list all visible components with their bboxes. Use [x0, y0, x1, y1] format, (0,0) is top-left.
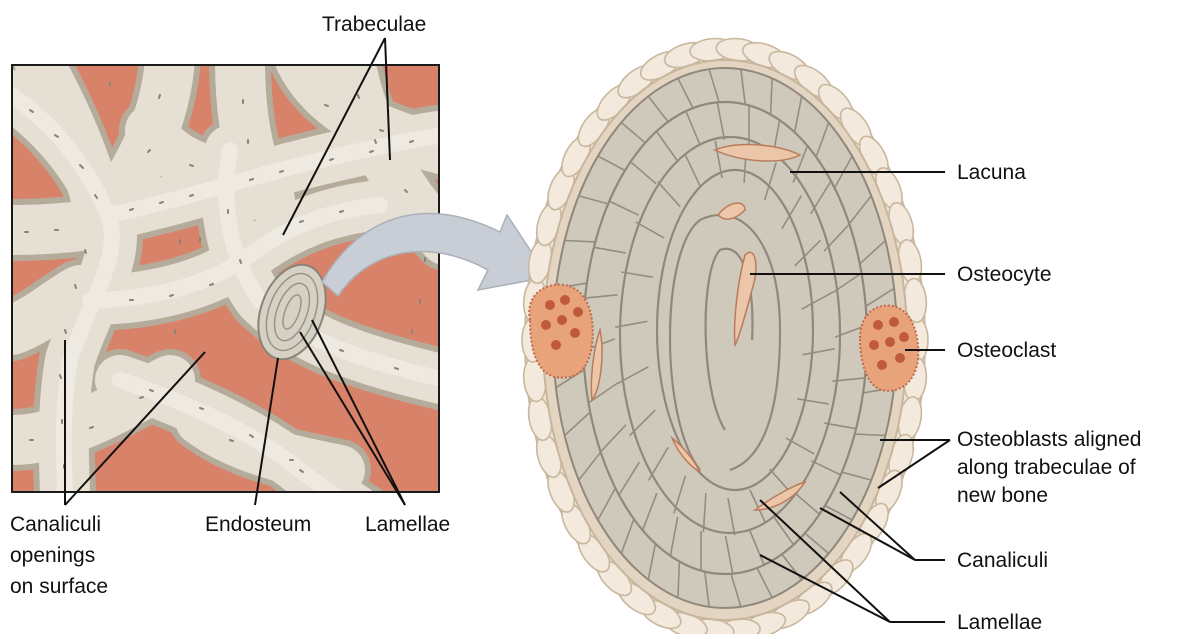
label-canaliculi: Canaliculi — [957, 549, 1048, 572]
label-lamellae-right: Lamellae — [957, 611, 1042, 634]
osteoclast-right — [860, 306, 918, 391]
label-osteoblasts: Osteoblasts aligned along trabeculae of … — [957, 428, 1147, 507]
label-lacuna: Lacuna — [957, 161, 1026, 184]
label-endosteum: Endosteum — [205, 513, 311, 536]
trabecula-cross-section-magnified — [522, 36, 928, 634]
label-osteoblasts-line2: along trabeculae of — [957, 456, 1136, 479]
label-osteocyte: Osteocyte — [957, 263, 1052, 286]
label-osteoblasts-line3: new bone — [957, 484, 1048, 507]
label-canaliculi-openings-line2: openings — [10, 544, 95, 567]
label-trabeculae: Trabeculae — [322, 13, 426, 36]
label-osteoclast: Osteoclast — [957, 339, 1056, 362]
label-osteoblasts-line1: Osteoblasts aligned — [957, 428, 1141, 451]
label-lamellae-left: Lamellae — [365, 513, 450, 536]
osteoclast-left — [529, 285, 593, 378]
label-canaliculi-openings-line3: on surface — [10, 575, 108, 598]
label-canaliculi-openings: Canaliculi openings on surface — [10, 513, 108, 598]
label-canaliculi-openings-line1: Canaliculi — [10, 513, 101, 536]
spongy-bone-block — [12, 60, 445, 530]
